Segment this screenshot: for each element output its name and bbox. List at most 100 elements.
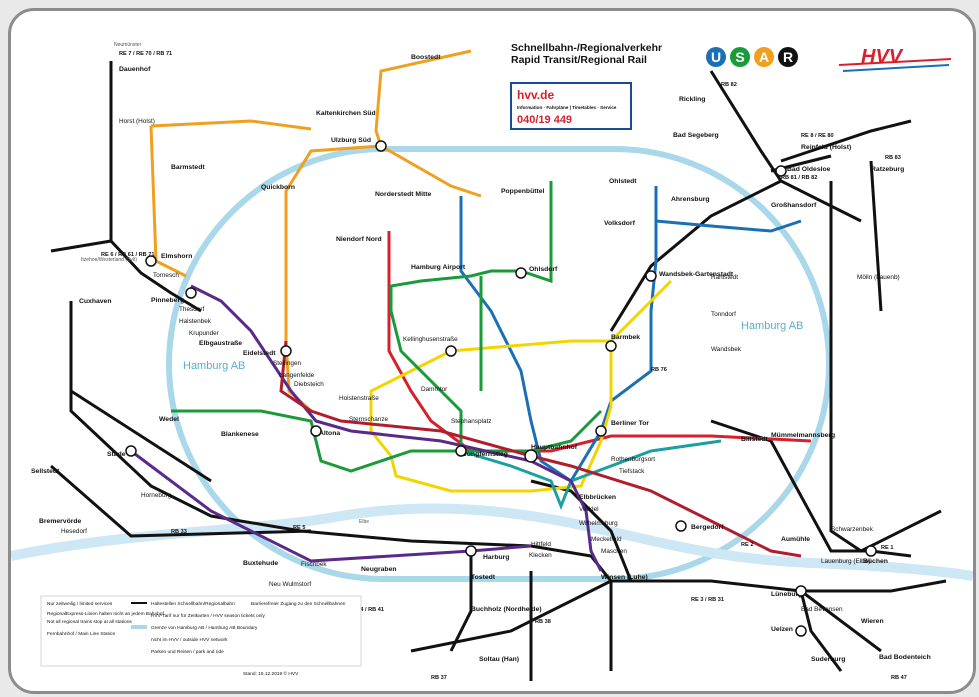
station-buchholz[interactable]: Buchholz (Nordheide) [471,606,542,613]
station-wieren[interactable]: Wieren [861,618,884,625]
station-horst[interactable]: Horst (Holst) [119,118,155,125]
station-harburg[interactable]: Harburg [483,554,509,561]
station-sternschanze[interactable]: Sternschanze [349,416,389,423]
station-kellinghusen[interactable]: Kellinghusenstraße [403,336,458,343]
website-link[interactable]: hvv.de [517,88,554,102]
station-quickborn[interactable]: Quickborn [261,184,295,191]
station-moelln[interactable]: Mölln (Lauenb) [857,274,900,281]
station-krupunder[interactable]: Krupunder [189,330,220,337]
station-maschen[interactable]: Maschen [601,548,627,555]
station-bad-bevensen[interactable]: Bad Bevensen [801,606,843,613]
station-kaltenkirchen[interactable]: Kaltenkirchen Süd [316,110,376,117]
interchange-ulzburg[interactable] [375,140,387,152]
station-barmbek[interactable]: Barmbek [611,334,640,341]
interchange-hbf[interactable] [524,449,538,463]
station-cuxhaven[interactable]: Cuxhaven [79,298,111,305]
station-holstenstrasse[interactable]: Holstenstraße [339,395,379,402]
station-airport[interactable]: Hamburg Airport [411,264,466,271]
station-blankenese[interactable]: Blankenese [221,431,259,438]
station-boostedt[interactable]: Boostedt [411,54,441,61]
station-elmshorn[interactable]: Elmshorn [161,253,192,260]
interchange-eidelstedt[interactable] [280,345,292,357]
station-tostedt[interactable]: Tostedt [471,574,496,581]
station-jungfernstieg[interactable]: Jungfernstieg [463,451,508,458]
interchange-kellinghusen[interactable] [445,345,457,357]
station-tiefstack[interactable]: Tiefstack [619,468,645,475]
interchange-lueneburg[interactable] [795,585,807,597]
station-rothenburgsort[interactable]: Rothenburgsort [611,456,655,463]
interchange-barmbek[interactable] [605,340,617,352]
station-elbbruecken[interactable]: Elbbrücken [579,494,616,501]
station-bad-bodenteich[interactable]: Bad Bodenteich [879,654,931,661]
station-fischbek[interactable]: Fischbek [301,561,327,568]
station-veddel[interactable]: Veddel [579,506,599,513]
station-lauenburg[interactable]: Lauenburg (Elbe) [821,558,870,565]
station-stellingen[interactable]: Stellingen [273,360,302,367]
interchange-elmshorn[interactable] [145,255,157,267]
station-bad-oldesloe[interactable]: Bad Oldesloe [787,166,831,173]
interchange-harburg[interactable] [465,545,477,557]
station-stephansplatz[interactable]: Stephansplatz [451,418,492,425]
station-pinneberg[interactable]: Pinneberg [151,297,184,304]
station-elbgaustrasse[interactable]: Elbgaustraße [199,340,242,347]
interchange-altona[interactable] [310,425,322,437]
station-wilhelmsburg[interactable]: Wilhelmsburg [579,520,618,527]
station-muemmelmannsberg[interactable]: Mümmelmannsberg [771,432,835,439]
station-horneburg[interactable]: Horneburg [141,492,172,499]
station-schwarzenbek[interactable]: Schwarzenbek [831,526,874,533]
station-eidelstedt[interactable]: Eidelstedt [243,350,276,357]
station-reinfeld[interactable]: Reinfeld (Holst) [801,144,851,151]
interchange-buechen[interactable] [865,545,877,557]
interchange-pinneberg[interactable] [185,287,197,299]
station-halstenbek[interactable]: Halstenbek [179,318,212,325]
interchange-bad-oldesloe[interactable] [775,165,787,177]
station-buechen[interactable]: Büchen [863,558,888,565]
station-dauenhof[interactable]: Dauenhof [119,66,151,73]
interchange-wandsbek-gartenstadt[interactable] [645,270,657,282]
station-hbf[interactable]: Hauptbahnhof [531,444,578,451]
station-winsen[interactable]: Winsen (Luhe) [601,574,648,581]
station-altona[interactable]: Altona [319,430,340,437]
station-stade[interactable]: Stade [107,451,126,458]
station-wandsbek[interactable]: Wandsbek [711,346,742,353]
station-poppenbuettel[interactable]: Poppenbüttel [501,188,545,195]
station-neumuenster[interactable]: Neumünster [114,42,142,48]
station-bergedorf[interactable]: Bergedorf [691,524,724,531]
station-thesdorf[interactable]: Thesdorf [179,306,204,313]
station-hittfeld[interactable]: Hittfeld [531,541,551,548]
station-suderburg[interactable]: Suderburg [811,656,845,663]
station-tornesch[interactable]: Tornesch [153,272,179,279]
station-langenfelde[interactable]: Langenfelde [279,372,315,379]
station-ulzburg[interactable]: Ulzburg Süd [331,137,371,144]
station-hesedorf[interactable]: Hesedorf [61,528,87,535]
station-sellstedt[interactable]: Sellstedt [31,468,60,475]
station-soltau[interactable]: Soltau (Han) [479,656,519,663]
station-meckelfeld[interactable]: Meckelfeld [591,536,622,543]
interchange-uelzen[interactable] [795,625,807,637]
station-itzehoe[interactable]: Itzehoe/Westerland (Sylt) [81,257,137,263]
station-ahrensburg[interactable]: Ahrensburg [671,196,710,203]
station-ohlstedt[interactable]: Ohlstedt [609,178,637,185]
station-norderstedt[interactable]: Norderstedt Mitte [375,191,431,198]
station-aumuehle[interactable]: Aumühle [781,536,810,543]
station-buxtehude[interactable]: Buxtehude [243,560,278,567]
interchange-stade[interactable] [125,445,137,457]
interchange-jungfernstieg[interactable] [455,445,467,457]
station-niendorf[interactable]: Niendorf Nord [336,236,382,243]
station-lueneburg[interactable]: Lüneburg [771,591,802,598]
station-ohlsdorf[interactable]: Ohlsdorf [529,266,558,273]
station-bad-segeberg[interactable]: Bad Segeberg [673,132,719,139]
station-grosshansdorf[interactable]: Großhansdorf [771,202,817,209]
station-volksdorf[interactable]: Volksdorf [604,220,636,227]
station-neugraben[interactable]: Neugraben [361,566,397,573]
interchange-bergedorf[interactable] [675,520,687,532]
station-uelzen[interactable]: Uelzen [771,626,793,633]
station-rickling[interactable]: Rickling [679,96,705,103]
interchange-berliner-tor[interactable] [595,425,607,437]
station-bremervoerde[interactable]: Bremervörde [39,518,82,525]
station-dammtor[interactable]: Dammtor [421,386,448,393]
station-wandsbek-gartenstadt[interactable]: Wandsbek-Gartenstadt [659,271,734,278]
station-rahlstedt[interactable]: Rahlstedt [711,274,738,281]
station-berliner-tor[interactable]: Berliner Tor [611,420,649,427]
interchange-ohlsdorf[interactable] [515,267,527,279]
